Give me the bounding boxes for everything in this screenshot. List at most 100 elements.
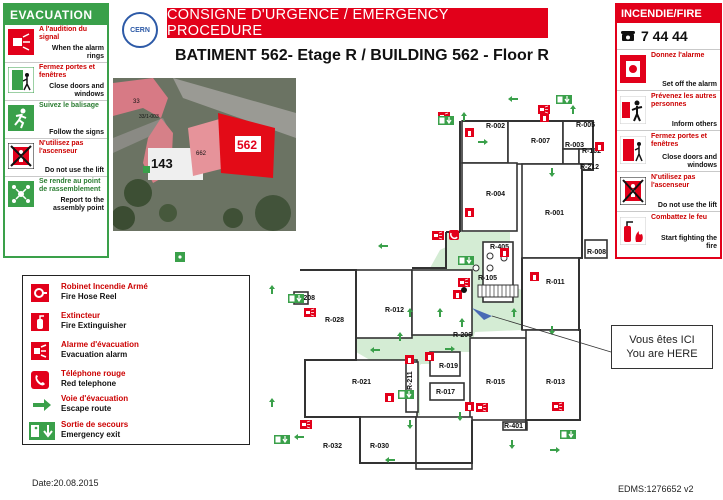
- edms-reference: EDMS:1276652 v2: [618, 484, 694, 494]
- fire-procedure-panel: INCENDIE/FIRE 7 44 44 Donnez l'alarme Se…: [615, 3, 722, 259]
- fire-hose-reel-icon: [31, 284, 49, 302]
- extinguisher-icon: [31, 313, 49, 331]
- aerial-photo-image: 33 33/1-003 143 662 562: [113, 78, 296, 231]
- room-label: R-017: [436, 389, 455, 396]
- room-label: R-013: [546, 379, 565, 386]
- room-label: R-008: [587, 249, 606, 256]
- room-label: R-211: [407, 371, 414, 390]
- plan-legend: Robinet Incendie Armé Fire Hose Reel Ext…: [22, 275, 250, 445]
- evac-step-no-lift: N'utilisez pas l'ascenseur Do not use th…: [5, 139, 107, 177]
- emergency-phone: 7 44 44: [617, 23, 720, 50]
- evacuation-title: EVACUATION: [5, 5, 107, 25]
- room-label: R-001: [545, 210, 564, 217]
- no-lift-icon: [620, 176, 646, 205]
- fire-step-en: Close doors and windows: [662, 153, 717, 169]
- fire-step-en: Inform others: [671, 121, 717, 129]
- assembly-point-marker-icon: [175, 252, 185, 262]
- evac-step-fr: N'utilisez pas l'ascenseur: [39, 140, 84, 155]
- photo-label-33: 33: [133, 99, 140, 105]
- legend-en: Emergency exit: [61, 430, 121, 439]
- legend-fr: Téléphone rouge: [61, 369, 126, 378]
- fire-step-close-doors: Fermez portes et fenêtres Close doors an…: [617, 131, 720, 172]
- legend-evacuation-alarm: Alarme d'évacuation Evacuation alarm: [29, 340, 243, 362]
- phone-icon: [621, 31, 635, 41]
- fire-step-fight: Combattez le feu Start fighting the fire: [617, 212, 720, 252]
- evac-step-en: Report to the assembly point: [53, 197, 104, 212]
- evac-step-en: Do not use the lift: [44, 167, 104, 174]
- stairwell: [472, 252, 519, 298]
- fire-step-inform: Prévenez les autres personnes Inform oth…: [617, 91, 720, 132]
- fire-door-icon: [620, 136, 646, 165]
- evac-step-fr: Se rendre au point de rassemblement: [39, 178, 101, 193]
- room-label: R-212: [580, 164, 599, 171]
- legend-fr: Robinet Incendie Armé: [61, 282, 148, 291]
- fire-step-fr: Donnez l'alarme: [651, 52, 705, 59]
- evac-step-assembly: Se rendre au point de rassemblement Repo…: [5, 177, 107, 214]
- evac-step-fr: Fermez portes et fenêtres: [39, 64, 96, 79]
- legend-en: Escape route: [61, 404, 112, 413]
- photo-label-33-1: 33/1-003: [139, 114, 159, 120]
- plan-date: Date:20.08.2015: [32, 478, 99, 488]
- room-label: R-021: [352, 379, 371, 386]
- room-label: R-005: [576, 122, 595, 129]
- evacuation-panel: EVACUATION A l'audition du signal When t…: [3, 3, 109, 258]
- evac-step-fr: Suivez le balisage: [39, 102, 99, 109]
- evac-step-follow-signs: Suivez le balisage Follow the signs: [5, 101, 107, 139]
- evac-step-en: When the alarm rings: [51, 45, 104, 60]
- you-are-here-marker: [461, 287, 612, 353]
- room-label: R-004: [486, 191, 505, 198]
- room-label: R-015: [486, 379, 505, 386]
- room-label: R-032: [323, 443, 342, 450]
- emergency-exit-icon: [29, 422, 55, 440]
- photo-label-662: 662: [196, 151, 207, 157]
- emergency-procedure-banner: CONSIGNE D'URGENCE / EMERGENCY PROCEDURE: [167, 7, 548, 39]
- legend-fire-extinguisher: Extincteur Fire Extinguisher: [29, 311, 243, 333]
- room-label: R-002: [486, 123, 505, 130]
- room-label: R-401: [504, 423, 523, 430]
- fire-step-en: Set off the alarm: [662, 80, 717, 88]
- aerial-site-photo: 33 33/1-003 143 662 562: [113, 78, 296, 231]
- escape-route-arrow-icon: [33, 399, 51, 411]
- legend-fr: Alarme d'évacuation: [61, 340, 139, 349]
- fire-panel-title: INCENDIE/FIRE: [617, 5, 720, 23]
- legend-en: Red telephone: [61, 379, 117, 388]
- room-label: R-007: [531, 138, 550, 145]
- red-telephone-marker: [449, 230, 459, 240]
- fire-step-fr: Prévenez les autres personnes: [651, 92, 717, 108]
- evacuation-alarm-icon: [31, 342, 49, 360]
- legend-fire-hose-reel: Robinet Incendie Armé Fire Hose Reel: [29, 282, 243, 304]
- evac-step-fr: A l'audition du signal: [39, 26, 88, 41]
- red-telephone-icon: [31, 371, 49, 389]
- room-label: R-012: [385, 307, 404, 314]
- emergency-phone-number: 7 44 44: [641, 28, 688, 44]
- fire-step-fr: Combattez le feu: [651, 214, 708, 222]
- evac-step-close-doors: Fermez portes et fenêtres Close doors an…: [5, 63, 107, 101]
- room-label: R-003: [565, 142, 584, 149]
- room-label: R-206: [453, 332, 472, 339]
- room-label: R-405: [490, 244, 509, 251]
- evac-step-alarm: A l'audition du signal When the alarm ri…: [5, 25, 107, 63]
- extinguisher-icon: [620, 217, 646, 246]
- floor-plan: R-002 R-007 R-005 R-003 R-102 R-212 R-00…: [269, 94, 612, 470]
- fire-alarm-icon: [620, 55, 646, 83]
- legend-red-telephone: Téléphone rouge Red telephone: [29, 369, 243, 391]
- room-label: R-019: [439, 363, 458, 370]
- legend-fr: Extincteur: [61, 311, 101, 320]
- warn-people-icon: [620, 95, 646, 124]
- alarm-bell-icon: [8, 29, 34, 55]
- close-door-icon: [8, 67, 34, 93]
- assembly-point-icon: [8, 181, 34, 207]
- fire-step-alarm: Donnez l'alarme Set off the alarm: [617, 50, 720, 91]
- legend-en: Fire Hose Reel: [61, 292, 117, 301]
- fire-step-no-lift: N'utilisez pas l'ascenseur Do not use th…: [617, 172, 720, 213]
- legend-emergency-exit: Sortie de secours Emergency exit: [29, 420, 243, 442]
- you-are-here-en: You are HERE: [626, 348, 698, 360]
- legend-fr: Voie d'évacuation: [61, 394, 129, 403]
- cern-logo: CERN: [122, 12, 158, 48]
- legend-en: Fire Extinguisher: [61, 321, 127, 330]
- you-are-here-callout: Vous êtes ICI You are HERE: [611, 325, 713, 369]
- room-label: R-011: [546, 279, 565, 286]
- room-label: R-208: [296, 295, 315, 302]
- fire-step-fr: Fermez portes et fenêtres: [651, 133, 708, 149]
- legend-escape-route: Voie d'évacuation Escape route: [29, 394, 243, 416]
